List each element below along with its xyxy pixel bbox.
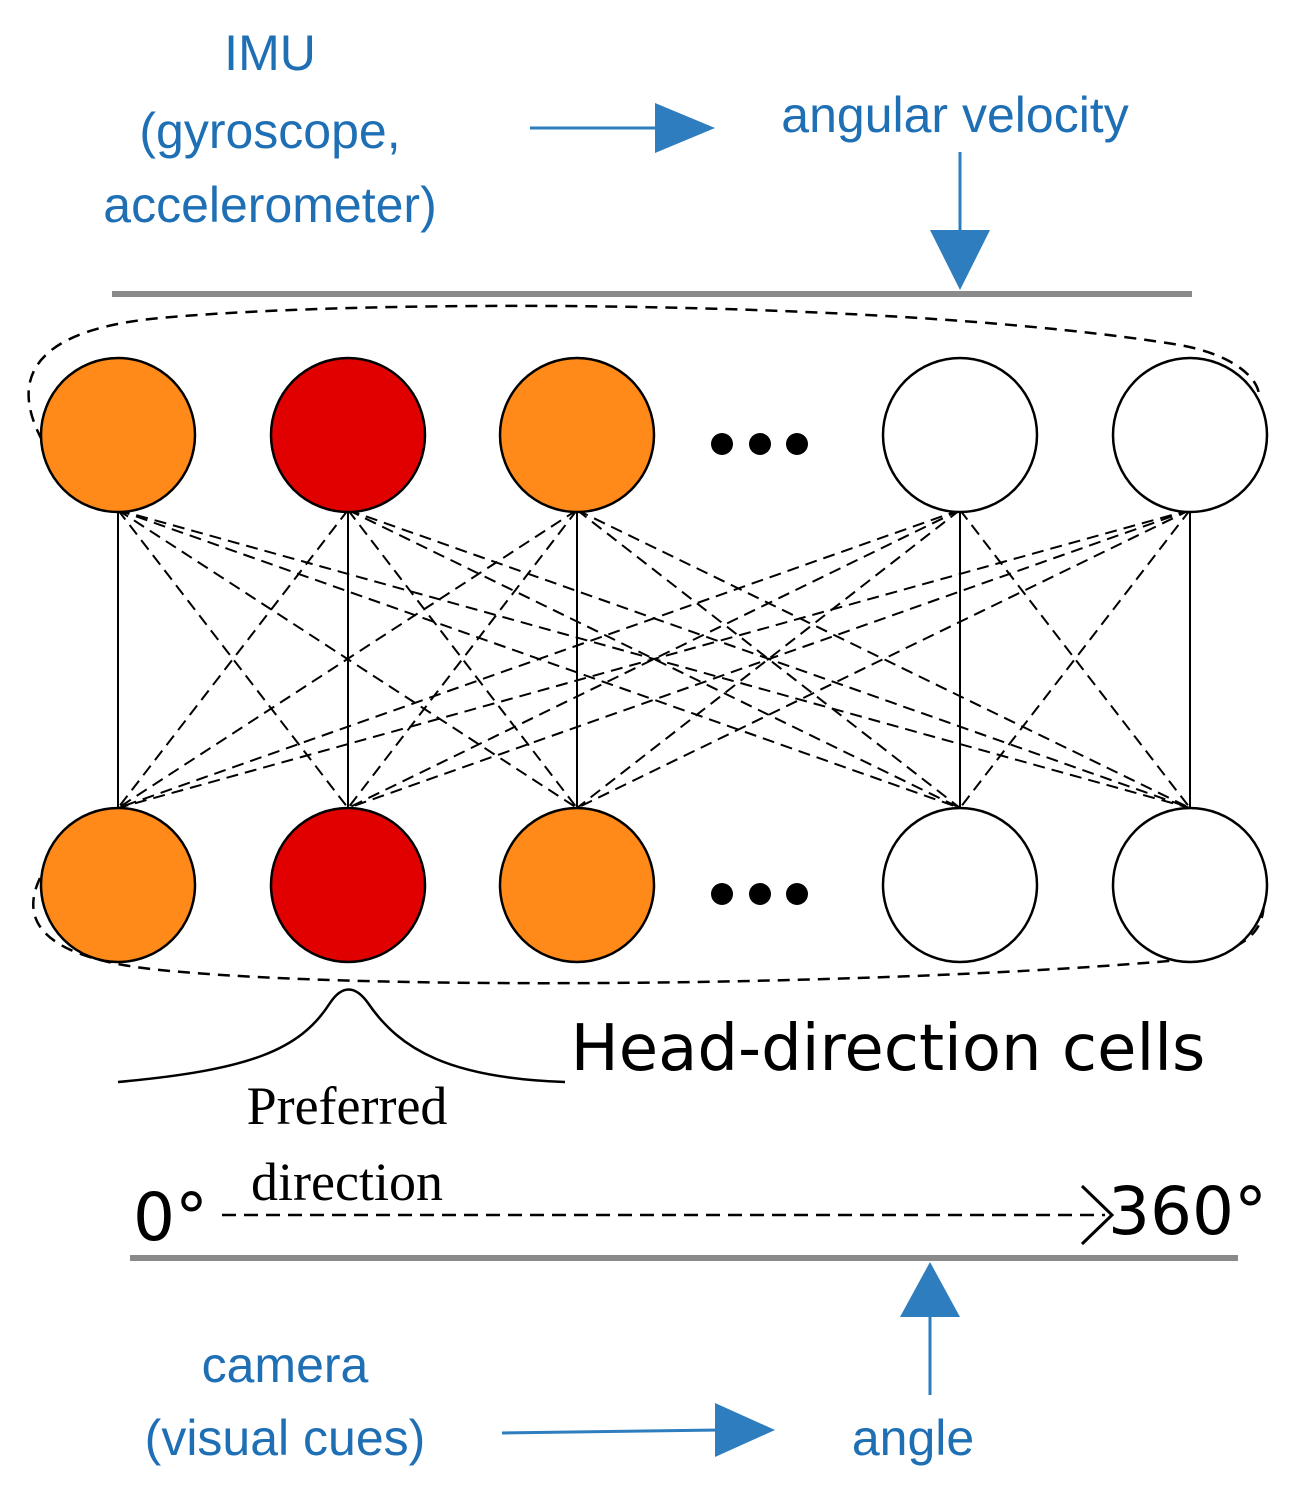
direction-label: direction (251, 1152, 443, 1212)
ring-top-boundary (27, 304, 1260, 441)
velocity-down-arrow (930, 152, 990, 290)
neuron-layers (39, 356, 1269, 964)
imu-label: IMU (224, 25, 316, 81)
visual-cues-label: (visual cues) (145, 1410, 426, 1466)
cross-connection-line (347, 509, 578, 809)
cross-connection-line (117, 509, 349, 809)
top-neuron-6 (1111, 356, 1269, 514)
ellipsis-top (711, 433, 808, 455)
bottom-neuron-5 (881, 806, 1039, 964)
imu-sublabel-accelerometer: accelerometer) (103, 177, 436, 233)
cross-connection-line (959, 509, 1191, 809)
top-neuron-5 (881, 356, 1039, 514)
tuning-curve (117, 988, 566, 1084)
top-neuron-2 (269, 356, 427, 514)
head-direction-cells-label: Head-direction cells (571, 1012, 1206, 1086)
cross-connection-line (117, 509, 1191, 809)
scale-start-label: 0° (133, 1179, 208, 1256)
cross-connection-line (347, 509, 1191, 809)
ellipsis-bottom (711, 883, 808, 905)
angular-velocity-label: angular velocity (781, 87, 1128, 143)
top-neuron-3 (498, 356, 656, 514)
bottom-neuron-2 (269, 806, 427, 964)
bottom-neuron-1 (39, 806, 197, 964)
scale-arrowhead-icon (1080, 1184, 1115, 1246)
imu-to-velocity-arrow (530, 103, 715, 153)
preferred-label: Preferred (247, 1076, 448, 1136)
bottom-neuron-3 (498, 806, 656, 964)
camera-to-angle-arrow (501, 1403, 775, 1457)
camera-label: camera (202, 1337, 369, 1393)
angle-up-arrow (900, 1262, 960, 1395)
imu-sublabel-gyroscope: (gyroscope, (139, 103, 400, 159)
bottom-neuron-6 (1111, 806, 1269, 964)
scale-end-label: 360° (1108, 1173, 1267, 1250)
cross-connection-line (959, 509, 1191, 809)
cross-connection-line (347, 509, 578, 809)
cross-connection-line (117, 509, 578, 809)
neuron-connections (117, 509, 1191, 809)
ring-bottom-boundary (32, 877, 1265, 985)
angle-label: angle (852, 1410, 974, 1466)
cross-connection-line (117, 509, 961, 809)
cross-connection-line (576, 509, 961, 809)
cross-connection-line (576, 509, 961, 809)
top-neuron-1 (39, 356, 197, 514)
cross-connection-line (117, 509, 349, 809)
